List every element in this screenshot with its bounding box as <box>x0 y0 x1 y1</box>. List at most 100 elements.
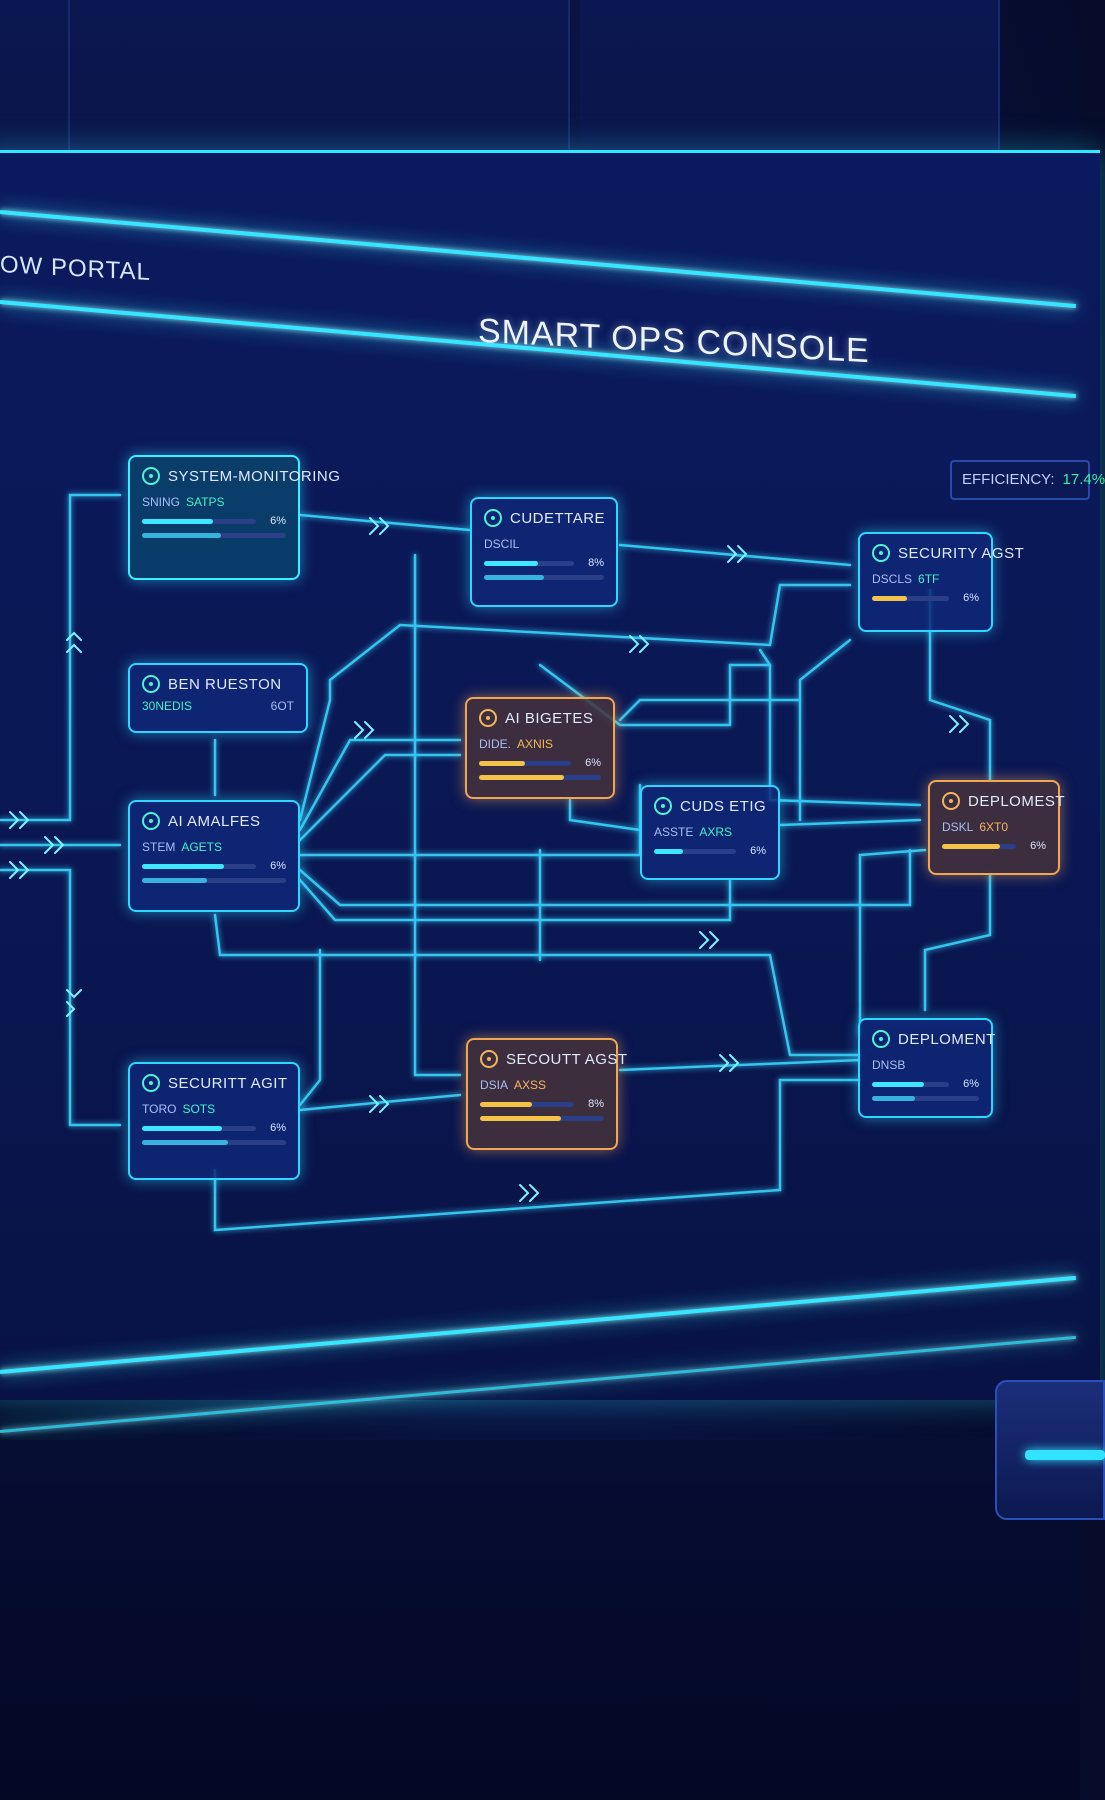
progress-bar <box>142 518 256 524</box>
progress-bar <box>480 1101 574 1107</box>
node-cloud-store[interactable]: CUDETTARE DSCIL 8% <box>470 497 618 607</box>
progress-fill <box>872 1081 925 1087</box>
efficiency-readout: EFFICIENCY: 17.4% <box>950 460 1105 500</box>
node-status: AXSS <box>514 1078 547 1092</box>
flow-arrow-icon <box>66 631 82 653</box>
node-percent: 6% <box>963 592 979 604</box>
node-sub-label: SNING <box>142 495 181 509</box>
node-metrics: DSKL 6XT0 <box>942 820 1046 834</box>
node-title: CUDS ETIG <box>680 797 767 815</box>
connector-line <box>298 878 732 922</box>
desk-surface <box>0 1440 1080 1800</box>
node-ben-ruleston[interactable]: BEN RUESTON 30NEDIS 6OT <box>128 663 308 733</box>
secondary-bar <box>480 1116 604 1121</box>
deploy-icon <box>872 1030 890 1048</box>
connector-line <box>298 948 322 1107</box>
connector-line <box>618 698 802 722</box>
progress-bar <box>479 760 571 766</box>
shield-icon <box>480 1050 498 1068</box>
node-metrics: TORO SOTS <box>142 1102 286 1116</box>
progress-fill <box>942 843 1000 849</box>
node-percent: 6OT <box>270 699 294 713</box>
node-sub-label: STEM <box>142 840 176 854</box>
progress-bar <box>484 560 574 566</box>
secondary-bar <box>142 533 286 538</box>
node-percent: 8% <box>588 557 604 569</box>
node-title: BEN RUESTON <box>168 675 282 693</box>
node-status: AXRS <box>699 825 733 839</box>
node-title: DEPLOMENT <box>898 1030 996 1048</box>
progress-fill <box>142 518 213 524</box>
progress-bar <box>942 843 1016 849</box>
connector-line <box>0 868 122 1127</box>
flow-arrow-icon <box>369 1095 390 1113</box>
connector-line <box>798 638 852 822</box>
workflow-connections <box>0 493 992 1232</box>
clock-icon <box>142 675 160 693</box>
connector-line <box>413 553 462 1077</box>
node-title: CUDETTARE <box>510 509 606 527</box>
progress-bar <box>872 595 949 601</box>
node-sub-label: ASSTE <box>654 825 694 839</box>
node-title: SECOUTT AGST <box>506 1050 628 1068</box>
progress-fill <box>479 760 525 766</box>
secondary-bar <box>479 775 601 780</box>
node-cloud-sync[interactable]: CUDS ETIG ASSTE AXRS 6% <box>640 785 780 880</box>
connector-line <box>0 493 122 822</box>
connector-line <box>298 738 462 832</box>
device-light-strip <box>1025 1450 1105 1460</box>
flow-arrow-icon <box>66 989 82 1017</box>
node-percent: 6% <box>585 757 601 769</box>
progress-bar <box>142 863 256 869</box>
connector-line <box>758 648 922 807</box>
progress-fill <box>142 1125 222 1131</box>
secondary-fill <box>484 575 544 580</box>
node-ai-insights[interactable]: AI BIGETES DIDE.AXNIS 6% <box>465 697 615 799</box>
shield-icon <box>142 1074 160 1092</box>
node-sub-label: TORO <box>142 1102 177 1116</box>
node-percent: 6% <box>750 845 766 857</box>
efficiency-label: EFFICIENCY: <box>962 471 1055 488</box>
node-deployment-bottom[interactable]: DEPLOMENT DNSB 6% <box>858 1018 996 1118</box>
node-metrics: 30NEDIS 6OT <box>142 699 294 713</box>
progress-bar <box>872 1081 949 1087</box>
monitor-icon <box>142 467 160 485</box>
secondary-bar <box>872 1096 979 1101</box>
connector-line <box>618 1058 862 1072</box>
node-sub-label: DSKL <box>942 820 974 834</box>
node-metrics: DSCIL <box>484 537 604 551</box>
secondary-bar <box>484 575 604 580</box>
efficiency-value: 17.4% <box>1062 471 1105 488</box>
connector-line <box>213 1078 862 1232</box>
node-status: 6TF <box>918 572 940 586</box>
connector-line <box>298 583 852 822</box>
connector-line <box>298 848 912 907</box>
node-sub-label: DSCIL <box>484 537 520 551</box>
node-status: 6XT0 <box>979 820 1009 834</box>
flow-arrow-icon <box>9 861 30 879</box>
node-status: AXNIS <box>517 737 554 751</box>
connector-line <box>213 913 862 1057</box>
connector-line <box>298 753 462 842</box>
secondary-fill <box>479 775 565 780</box>
side-device <box>995 1380 1105 1520</box>
connector-line <box>568 798 642 832</box>
node-title: SECURITT AGIT <box>168 1074 288 1092</box>
progress-fill <box>654 848 683 854</box>
sync-icon <box>654 797 672 815</box>
flow-arrow-icon <box>727 545 748 563</box>
node-status: SOTS <box>182 1102 216 1116</box>
node-percent: 6% <box>270 860 286 872</box>
connector-line <box>858 848 927 1037</box>
node-title: SYSTEM-MONITORING <box>168 467 341 485</box>
node-percent: 6% <box>963 1078 979 1090</box>
